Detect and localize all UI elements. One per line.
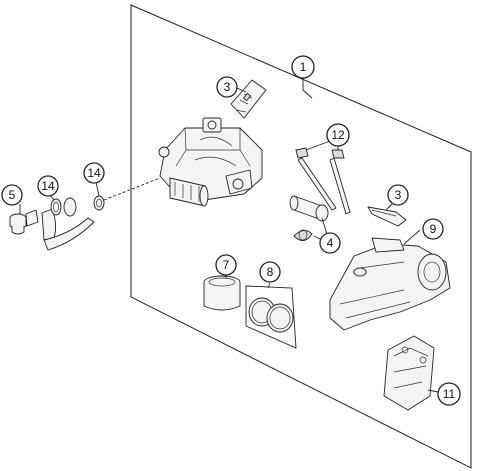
callout-14b-label: 14 — [41, 179, 55, 193]
caliper-bracket — [329, 237, 451, 331]
callout-4-label: 4 — [327, 236, 334, 250]
banjo-hose-fitting — [41, 197, 95, 251]
brake-pad-set — [383, 335, 435, 411]
piston-set — [289, 195, 329, 241]
callout-3b-label: 3 — [395, 188, 402, 202]
callout-4: 4 — [319, 232, 341, 254]
callout-12: 12 — [326, 123, 350, 147]
callout-5: 5 — [1, 184, 23, 206]
callout-9-label: 9 — [430, 222, 437, 236]
callout-1: 1 — [291, 55, 315, 79]
seal-kit — [245, 285, 297, 349]
callout-11: 11 — [437, 382, 461, 406]
pad-pins — [295, 147, 351, 215]
callout-14-right: 14 — [83, 162, 105, 184]
bleeder-screw — [9, 209, 39, 235]
callout-3-pad: 3 — [387, 184, 409, 206]
callout-5-label: 5 — [9, 188, 16, 202]
callout-3-spring-plate: 3 — [216, 76, 238, 98]
sealing-ring-left — [50, 198, 62, 216]
callout-8: 8 — [259, 261, 281, 283]
sealing-ring-right — [93, 195, 105, 211]
callout-14a-label: 14 — [87, 166, 101, 180]
brake-pad-right — [367, 206, 407, 227]
callout-8-label: 8 — [267, 265, 274, 279]
callout-11-label: 11 — [443, 387, 456, 401]
pad-spring-plate — [230, 79, 267, 119]
callout-9: 9 — [422, 218, 444, 240]
callout-7: 7 — [215, 254, 237, 276]
assembly-axis-line — [103, 177, 161, 201]
assembly-boundary — [130, 4, 472, 469]
callout-1-label: 1 — [300, 60, 307, 74]
piston — [203, 275, 241, 311]
callout-7-label: 7 — [223, 258, 230, 272]
callout-14-left: 14 — [37, 175, 59, 197]
callout-12-label: 12 — [331, 128, 345, 142]
brake-caliper-body — [158, 117, 263, 207]
leader-lines — [19, 78, 439, 393]
callout-3a-label: 3 — [224, 80, 231, 94]
